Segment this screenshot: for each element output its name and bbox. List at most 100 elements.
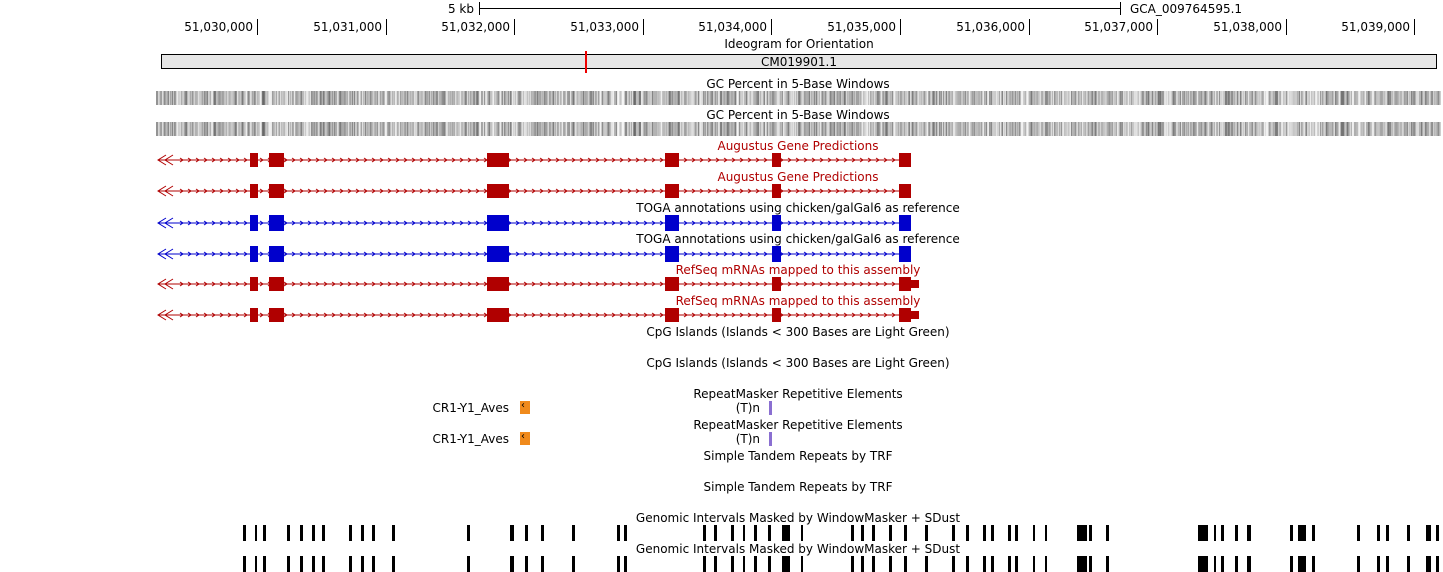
exon-block[interactable]	[487, 277, 509, 291]
masked-interval[interactable]	[1290, 556, 1293, 572]
masked-interval[interactable]	[467, 556, 470, 572]
masked-interval[interactable]	[983, 556, 986, 572]
masked-interval[interactable]	[510, 556, 514, 572]
masked-interval[interactable]	[541, 525, 544, 541]
masked-interval[interactable]	[1198, 525, 1208, 541]
masked-interval[interactable]	[782, 556, 790, 572]
masked-interval[interactable]	[925, 556, 928, 572]
gc-percent-track-2[interactable]	[156, 122, 1441, 136]
masked-interval[interactable]	[904, 556, 907, 572]
masked-interval[interactable]	[1015, 525, 1018, 541]
masked-interval[interactable]	[1247, 525, 1251, 541]
masked-interval[interactable]	[714, 525, 717, 541]
masked-interval[interactable]	[983, 525, 986, 541]
masked-interval[interactable]	[851, 525, 854, 541]
masked-interval[interactable]	[361, 556, 364, 572]
exon-block[interactable]	[269, 308, 284, 322]
toga-annotation-track-1[interactable]	[0, 215, 1443, 231]
masked-interval[interactable]	[312, 525, 315, 541]
utr-block[interactable]	[911, 311, 919, 319]
masked-interval[interactable]	[1077, 525, 1087, 541]
masked-interval[interactable]	[872, 556, 875, 572]
masked-interval[interactable]	[966, 556, 969, 572]
exon-block[interactable]	[665, 184, 679, 198]
masked-interval[interactable]	[1407, 556, 1410, 572]
masked-interval[interactable]	[1235, 525, 1238, 541]
masked-interval[interactable]	[1221, 525, 1224, 541]
exon-block[interactable]	[772, 277, 781, 291]
masked-interval[interactable]	[1045, 556, 1047, 572]
masked-interval[interactable]	[312, 556, 315, 572]
masked-interval[interactable]	[1298, 525, 1306, 541]
masked-interval[interactable]	[782, 525, 790, 541]
exon-block[interactable]	[487, 184, 509, 198]
exon-block[interactable]	[772, 246, 781, 262]
exon-block[interactable]	[487, 246, 509, 262]
masked-interval[interactable]	[617, 525, 620, 541]
masked-interval[interactable]	[1247, 556, 1251, 572]
masked-interval[interactable]	[1377, 556, 1380, 572]
exon-block[interactable]	[899, 153, 911, 167]
masked-interval[interactable]	[255, 556, 257, 572]
exon-block[interactable]	[269, 246, 284, 262]
masked-interval[interactable]	[287, 556, 290, 572]
masked-interval[interactable]	[1436, 556, 1439, 572]
masked-interval[interactable]	[467, 525, 470, 541]
masked-interval[interactable]	[541, 556, 544, 572]
masked-interval[interactable]	[991, 525, 994, 541]
masked-interval[interactable]	[243, 525, 246, 541]
exon-block[interactable]	[665, 153, 679, 167]
masked-interval[interactable]	[1015, 556, 1018, 572]
masked-interval[interactable]	[1008, 556, 1011, 572]
exon-block[interactable]	[772, 153, 781, 167]
masked-interval[interactable]	[731, 556, 734, 572]
masked-interval[interactable]	[1033, 556, 1035, 572]
exon-block[interactable]	[250, 184, 258, 198]
exon-block[interactable]	[269, 277, 284, 291]
masked-interval[interactable]	[1089, 556, 1092, 572]
masked-interval[interactable]	[287, 525, 290, 541]
refseq-mrna-track-1[interactable]	[0, 277, 1443, 291]
exon-block[interactable]	[772, 184, 781, 198]
masked-interval[interactable]	[1198, 556, 1208, 572]
masked-interval[interactable]	[1377, 525, 1380, 541]
masked-interval[interactable]	[572, 556, 575, 572]
exon-block[interactable]	[250, 308, 258, 322]
masked-interval[interactable]	[1033, 525, 1035, 541]
masked-interval[interactable]	[349, 525, 352, 541]
gc-percent-track-1[interactable]	[156, 91, 1441, 105]
masked-interval[interactable]	[1214, 556, 1216, 572]
exon-block[interactable]	[772, 308, 781, 322]
masked-interval[interactable]	[754, 556, 757, 572]
exon-block[interactable]	[899, 215, 911, 231]
masked-interval[interactable]	[572, 525, 575, 541]
masked-interval[interactable]	[1426, 525, 1431, 541]
exon-block[interactable]	[665, 277, 679, 291]
repeat-element-simple-1[interactable]	[769, 401, 772, 415]
masked-interval[interactable]	[300, 556, 303, 572]
exon-block[interactable]	[899, 184, 911, 198]
masked-interval[interactable]	[263, 525, 266, 541]
masked-interval[interactable]	[392, 556, 395, 572]
masked-interval[interactable]	[1106, 525, 1109, 541]
masked-interval[interactable]	[510, 525, 514, 541]
repeat-element-line-1[interactable]: ‹	[520, 400, 530, 414]
exon-block[interactable]	[250, 215, 258, 231]
masked-interval[interactable]	[372, 556, 375, 572]
masked-interval[interactable]	[1426, 556, 1431, 572]
masked-interval[interactable]	[243, 556, 246, 572]
exon-block[interactable]	[899, 246, 911, 262]
masked-interval[interactable]	[1386, 525, 1389, 541]
masked-interval[interactable]	[851, 556, 854, 572]
chromosome-ideogram[interactable]	[161, 54, 1437, 69]
masked-interval[interactable]	[1045, 525, 1047, 541]
masked-interval[interactable]	[1386, 556, 1389, 572]
masked-interval[interactable]	[872, 525, 875, 541]
refseq-mrna-track-2[interactable]	[0, 308, 1443, 322]
masked-interval[interactable]	[925, 525, 928, 541]
masked-interval[interactable]	[349, 556, 352, 572]
masked-interval[interactable]	[392, 525, 395, 541]
exon-block[interactable]	[899, 308, 911, 322]
masked-interval[interactable]	[1077, 556, 1087, 572]
masked-interval[interactable]	[966, 525, 969, 541]
